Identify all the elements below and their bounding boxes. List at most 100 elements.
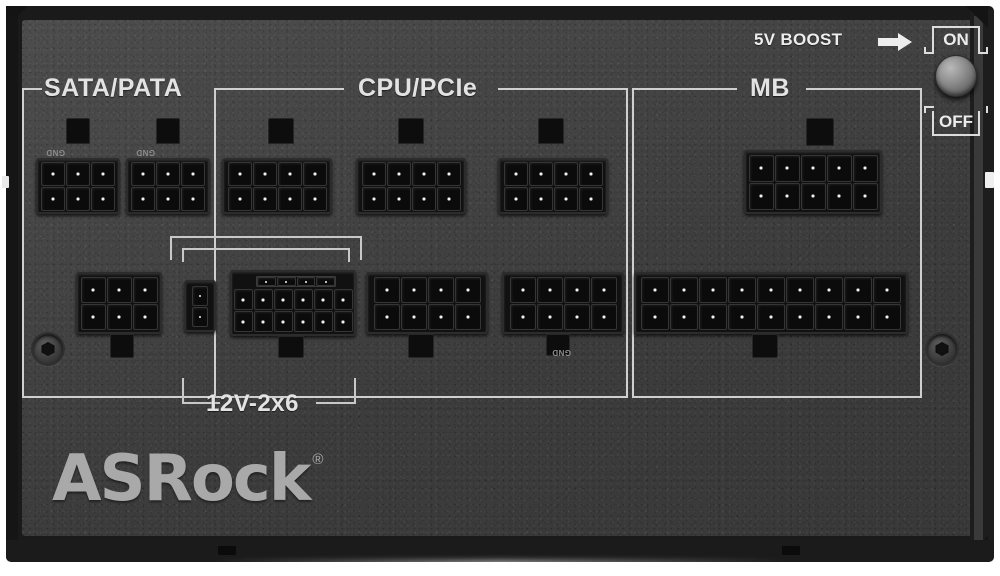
connector-sata-pata-port-3[interactable] xyxy=(76,272,162,334)
chassis-screw-left xyxy=(31,332,65,366)
pin xyxy=(528,186,553,211)
pin xyxy=(373,276,400,303)
pin xyxy=(786,276,814,303)
arrow-right-icon xyxy=(878,33,912,51)
section-label-mb: MB xyxy=(750,74,790,102)
pin xyxy=(699,276,727,303)
switch-off-plate[interactable]: OFF xyxy=(924,106,988,136)
pin xyxy=(774,182,800,210)
sense-pin xyxy=(276,277,296,286)
lip-notch-right xyxy=(782,546,800,555)
pin xyxy=(313,311,333,332)
pin xyxy=(41,161,65,186)
pin xyxy=(386,161,411,186)
pin xyxy=(873,276,901,303)
pin xyxy=(66,161,90,186)
connector-mb-port-18pin[interactable] xyxy=(634,272,908,334)
pin xyxy=(181,186,205,211)
pin xyxy=(826,182,852,210)
connector-aux-2pin[interactable] xyxy=(184,280,216,332)
sense-pin xyxy=(316,277,335,286)
pin xyxy=(728,303,756,330)
pin xyxy=(80,276,106,303)
pin xyxy=(873,303,901,330)
pin xyxy=(192,306,208,327)
gnd-label-cpu-pcie-port-5: GND xyxy=(552,348,571,357)
pin xyxy=(800,154,826,182)
power-switch-button[interactable] xyxy=(935,55,977,97)
connector-mb-port-10pin[interactable] xyxy=(744,150,882,214)
pin xyxy=(66,186,90,211)
latch-tab-cpu-pcie-port-1 xyxy=(268,118,294,144)
registered-mark: ® xyxy=(312,451,324,468)
latch-tab-sata-pata-port-1 xyxy=(66,118,90,144)
pin xyxy=(227,161,252,186)
pin xyxy=(361,186,386,211)
connector-cpu-pcie-port-4[interactable] xyxy=(366,272,488,334)
latch-tab-cpu-pcie-port-4-lower xyxy=(408,334,434,358)
pin xyxy=(826,154,852,182)
connector-cpu-pcie-port-2[interactable] xyxy=(356,158,466,214)
gnd-label-sata-pata-port-2: GND xyxy=(136,148,155,157)
pin xyxy=(590,276,617,303)
pin xyxy=(293,289,313,310)
pin xyxy=(132,303,158,330)
group-top-left-sata-pata xyxy=(22,88,42,90)
pin xyxy=(132,276,158,303)
pin xyxy=(536,276,563,303)
bracket-lower-12v-left xyxy=(182,378,220,404)
bracket-inner-12v xyxy=(182,248,350,262)
pin xyxy=(436,186,461,211)
pin xyxy=(273,311,293,332)
pin xyxy=(699,303,727,330)
psu-bottom-lip xyxy=(6,540,994,562)
pin xyxy=(277,161,302,186)
pin xyxy=(277,186,302,211)
pin xyxy=(757,276,785,303)
pin xyxy=(553,161,578,186)
pin xyxy=(302,161,327,186)
pin xyxy=(578,161,603,186)
pin xyxy=(156,161,180,186)
pin xyxy=(302,186,327,211)
connector-cpu-pcie-port-5[interactable] xyxy=(502,272,624,334)
pin xyxy=(233,289,253,310)
pin xyxy=(509,276,536,303)
switch-on-plate[interactable]: ON xyxy=(924,26,988,54)
pin xyxy=(252,186,277,211)
pin xyxy=(411,161,436,186)
pin xyxy=(670,303,698,330)
connector-cpu-pcie-port-1[interactable] xyxy=(222,158,332,214)
group-top-right-mb xyxy=(806,88,922,90)
pin xyxy=(333,311,353,332)
sense-pin-block-12v xyxy=(256,276,336,287)
right-edge-highlight xyxy=(985,172,994,188)
pin xyxy=(536,303,563,330)
brand-logo-text: ASRock xyxy=(52,442,311,516)
pin xyxy=(41,186,65,211)
pin xyxy=(800,182,826,210)
connector-sata-pata-port-2[interactable] xyxy=(126,158,210,214)
latch-tab-sata-pata-port-2 xyxy=(156,118,180,144)
connector-twelve-v-2x6-port[interactable] xyxy=(230,270,356,336)
pin xyxy=(852,182,878,210)
group-top-left-cpu-pcie xyxy=(214,88,344,90)
pin xyxy=(454,276,481,303)
pin xyxy=(553,186,578,211)
connector-sata-pata-port-1[interactable] xyxy=(36,158,120,214)
switch-on-label: ON xyxy=(943,30,969,49)
pin xyxy=(563,303,590,330)
bracket-label-12v: 12V-2x6 xyxy=(206,390,299,417)
lip-notch-left xyxy=(218,546,236,555)
sense-pin xyxy=(296,277,316,286)
latch-tab-12v-lower xyxy=(278,336,304,358)
switch-off-label: OFF xyxy=(939,112,973,131)
pin xyxy=(670,276,698,303)
pin xyxy=(786,303,814,330)
connector-cpu-pcie-port-3[interactable] xyxy=(498,158,608,214)
left-edge-highlight xyxy=(2,176,9,188)
latch-tab-cpu-pcie-port-2 xyxy=(398,118,424,144)
latch-tab-sata-pata-port-3-lower xyxy=(110,334,134,358)
section-label-sata-pata: SATA/PATA xyxy=(44,74,183,102)
